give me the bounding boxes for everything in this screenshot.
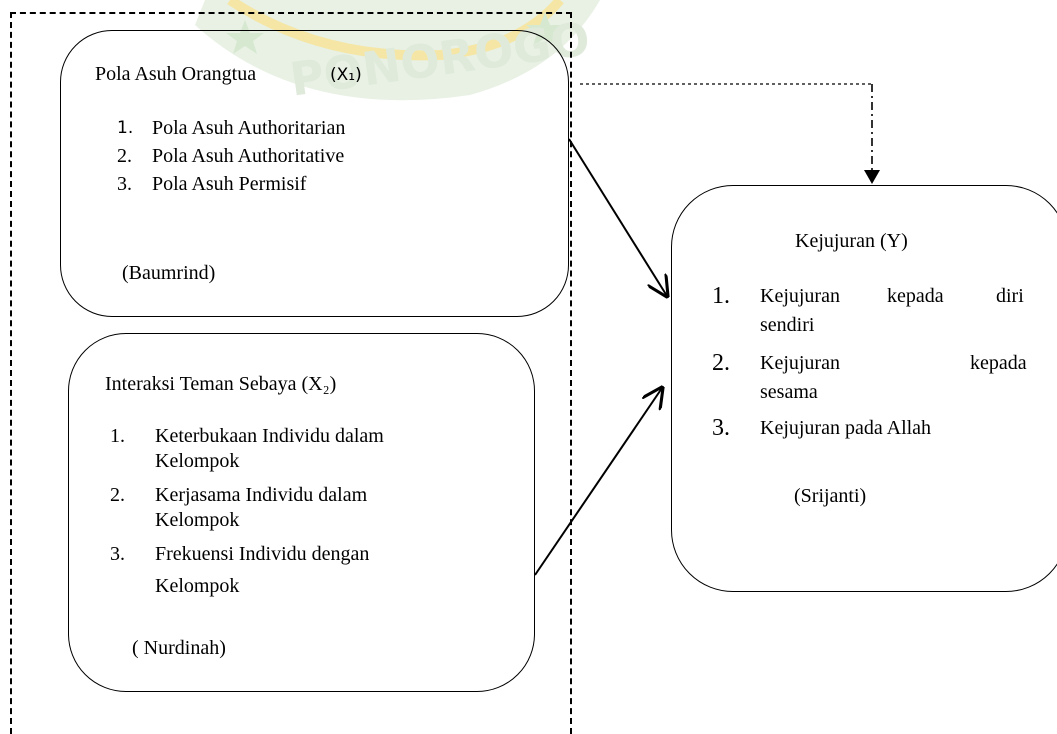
arrow-x1-to-y	[568, 138, 667, 296]
box-x1-item-num: 3.	[117, 173, 132, 195]
box-x2-item-num: 3.	[110, 543, 125, 565]
box-kejujuran	[671, 185, 1057, 592]
box-y-item-word: diri	[996, 285, 1024, 307]
box-x2-item: Kerjasama Individu dalam	[155, 484, 368, 506]
box-y-item-cont: sesama	[760, 381, 818, 403]
connectors	[534, 83, 880, 576]
box-x2-item-num: 2.	[110, 484, 125, 506]
box-x2-item-cont: Kelompok	[155, 575, 240, 597]
watermark-emblem: PONOROGO	[195, 0, 600, 107]
box-y-source: (Srijanti)	[794, 485, 867, 507]
box-y-item-num: 2.	[712, 350, 730, 376]
box-y-item-num: 3.	[712, 415, 730, 441]
box-x2-item-num: 1.	[110, 425, 125, 447]
box-x1-item: Pola Asuh Authoritarian	[152, 117, 346, 139]
arrowhead-combined-to-y	[864, 170, 880, 184]
dashed-frame	[10, 12, 572, 734]
box-y-item-word: kepada	[887, 285, 944, 307]
box-y-item-word: kepada	[970, 352, 1027, 374]
box-x1-item: Pola Asuh Authoritative	[152, 145, 345, 167]
box-x2-title: Interaksi Teman Sebaya (X₂)	[105, 373, 337, 395]
box-y-title: Kejujuran (Y)	[795, 230, 908, 252]
box-x2-item-cont: Kelompok	[155, 509, 240, 531]
box-x2-source: ( Nurdinah)	[132, 637, 226, 659]
box-x2-item: Keterbukaan Individu dalam	[155, 425, 384, 447]
watermark-ring	[227, 0, 564, 61]
box-x1-item: Pola Asuh Permisif	[152, 173, 307, 195]
box-x1-variable: (X₁)	[330, 65, 362, 85]
box-pola-asuh	[60, 30, 569, 317]
box-y-item-num: 1.	[712, 283, 730, 309]
box-y-item-cont: sendiri	[760, 314, 815, 336]
box-x1-item-num: 2.	[117, 145, 132, 167]
watermark-star-left	[226, 20, 264, 54]
box-x2-item-cont: Kelompok	[155, 450, 240, 472]
box-x2-item: Frekuensi Individu dengan	[155, 543, 370, 565]
box-x1-source: (Baumrind)	[122, 262, 216, 284]
box-x1-title: Pola Asuh Orangtua	[95, 63, 257, 85]
box-y-item: Kejujuran pada Allah	[760, 417, 932, 439]
box-y-item-word: Kejujuran	[760, 285, 840, 307]
box-interaksi-teman	[68, 333, 535, 692]
arrow-x2-to-y	[534, 388, 662, 576]
watermark-star-right	[526, 12, 564, 46]
box-x1-item-num: 1.	[117, 118, 134, 138]
box-y-item-word: Kejujuran	[760, 352, 840, 374]
